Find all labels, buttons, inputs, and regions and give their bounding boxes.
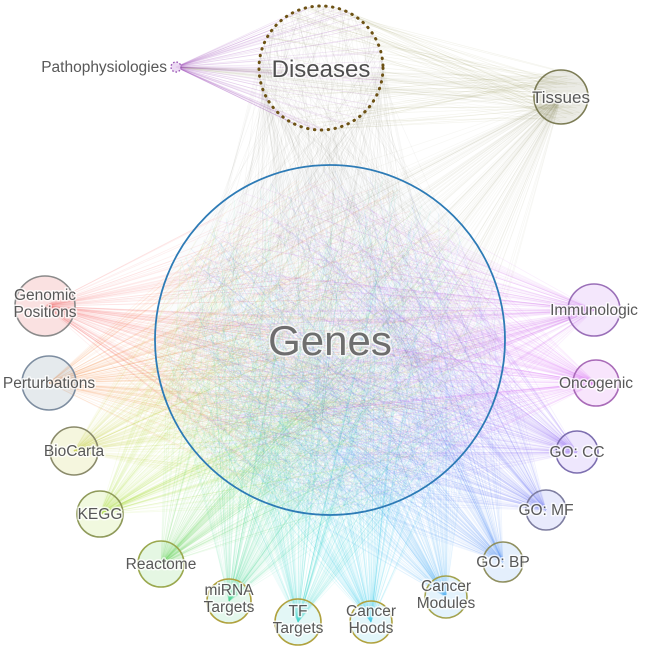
edge-bundle-pathophysiologies-to-diseases — [175, 6, 384, 131]
edge-bundle-reactome-to-genes — [160, 187, 500, 565]
nodes-layer — [14, 4, 621, 646]
node-genes[interactable] — [154, 164, 506, 516]
edge-bundle-cancer-hoods-to-genes — [166, 204, 474, 623]
node-biocarta[interactable] — [49, 426, 99, 476]
node-perturbations[interactable] — [21, 355, 77, 411]
edge-bundle-tissues-to-genes — [166, 96, 562, 494]
node-cancer-hoods[interactable] — [349, 600, 393, 644]
edge-bundles-layer — [44, 5, 597, 623]
node-reactome[interactable] — [137, 540, 185, 588]
node-tissues[interactable] — [533, 69, 589, 125]
node-go-cc[interactable] — [555, 430, 599, 474]
node-kegg[interactable] — [76, 490, 124, 538]
node-pathophysiologies[interactable] — [170, 61, 182, 73]
node-immunologic[interactable] — [567, 283, 621, 337]
edge-bundle-immunologic-to-genes — [173, 185, 595, 507]
edge-bundle-cancer-modules-to-genes — [179, 176, 478, 598]
node-go-mf[interactable] — [525, 489, 567, 531]
edge-bundle-mirna-targets-to-genes — [161, 179, 475, 602]
node-mirna-targets[interactable] — [206, 578, 252, 624]
label-pathophysiologies: Pathophysiologies — [41, 59, 167, 76]
edge-bundle-oncogenic-to-genes — [163, 182, 597, 503]
node-genomic-positions[interactable] — [14, 275, 76, 337]
edge-bundle-go-cc-to-genes — [169, 170, 578, 503]
edge-bundle-kegg-to-genes — [99, 204, 492, 515]
node-oncogenic[interactable] — [572, 359, 620, 407]
node-go-bp[interactable] — [482, 541, 524, 583]
node-cancer-modules[interactable] — [424, 575, 468, 619]
node-diseases[interactable] — [257, 4, 385, 132]
edge-bundle-go-mf-to-genes — [161, 176, 547, 511]
edge-bundle-diseases-to-genes — [167, 5, 495, 496]
edge-bundle-go-bp-to-genes — [166, 170, 504, 563]
edge-bundle-perturbations-to-genes — [48, 180, 492, 499]
edge-bundle-biocarta-to-genes — [73, 180, 498, 500]
edge-bundle-diseases-to-tissues — [258, 5, 585, 131]
edge-bundle-pathophysiologies-to-tissues — [175, 66, 584, 123]
node-tf-targets[interactable] — [274, 598, 322, 646]
